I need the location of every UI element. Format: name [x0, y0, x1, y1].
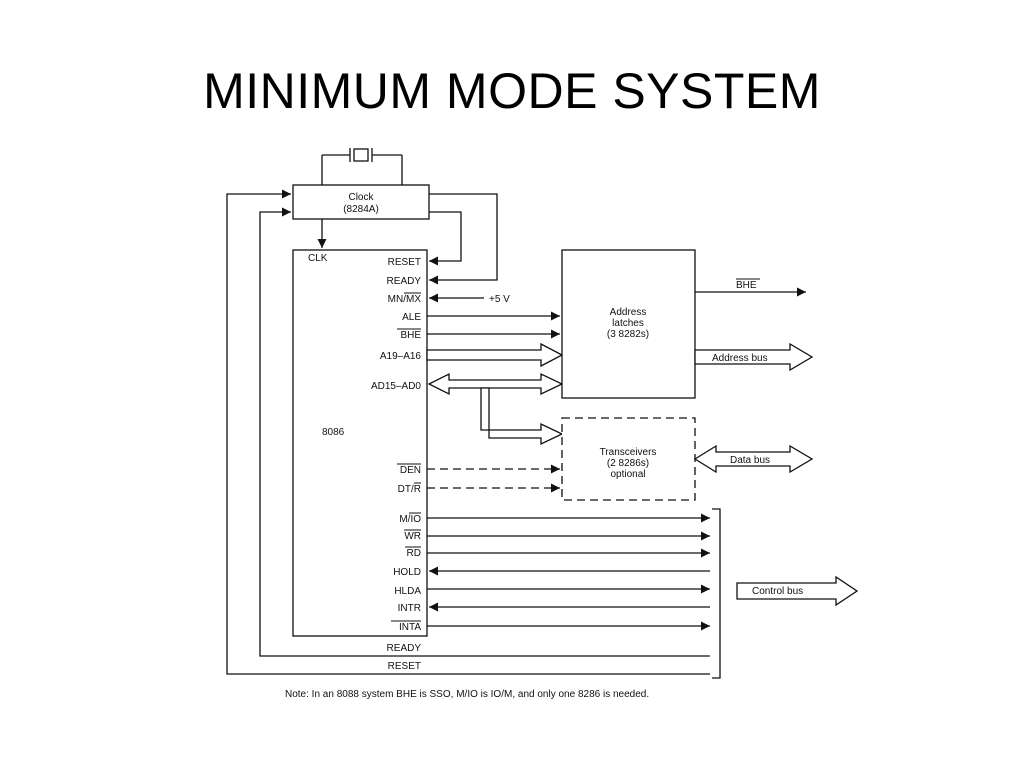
latches-line1: Address	[610, 307, 647, 318]
reset-feedback-line	[226, 189, 710, 675]
slide-title: MINIMUM MODE SYSTEM	[203, 63, 821, 119]
pin-den: DEN	[400, 465, 421, 476]
cpu-name: 8086	[322, 427, 345, 438]
pin-a19-a16: A19–A16	[380, 351, 422, 362]
ready-feedback-line	[259, 207, 710, 657]
bottom-ready-label: READY	[387, 643, 422, 654]
control-bus-arrow	[736, 575, 859, 607]
bottom-reset-label: RESET	[388, 661, 421, 672]
address-bus-label: Address bus	[712, 353, 768, 364]
clock-label: Clock	[348, 192, 374, 203]
control-bus-label: Control bus	[752, 586, 803, 597]
control-signal-lines	[427, 513, 710, 631]
pin-ready: READY	[387, 276, 422, 287]
ad15-ad0-bus-arrow	[427, 372, 564, 396]
cpu-8086: CLK 8086	[292, 249, 428, 637]
data-bus-label: Data bus	[730, 455, 770, 466]
latches-line2: latches	[612, 318, 644, 329]
pin-inta: INTA	[399, 622, 421, 633]
pin-ale: ALE	[402, 312, 421, 323]
transceivers-8286: Transceivers (2 8286s) optional	[561, 417, 696, 501]
data-bus-arrow	[693, 444, 814, 474]
pin-rd: RD	[407, 548, 421, 559]
transceivers-line1: Transceivers	[600, 447, 657, 458]
clock-part: (8284A)	[343, 204, 379, 215]
pin-intr: INTR	[398, 603, 421, 614]
clock-8284a: Clock (8284A)	[292, 184, 430, 220]
crystal-symbol	[321, 148, 403, 185]
clk-label: CLK	[308, 253, 328, 264]
pin-reset: RESET	[388, 257, 421, 268]
latches-line3: (3 8282s)	[607, 329, 649, 340]
pin-mn-mx: MN/MX	[388, 294, 422, 305]
plus5v-label: +5 V	[489, 294, 510, 305]
ready-signal-line	[429, 193, 498, 285]
cpu-pins: RESET READY MN/MX ALE BHE A19–A16 AD15–A…	[371, 257, 421, 633]
ad-bus-to-transceivers	[480, 387, 564, 446]
pin-hlda: HLDA	[394, 586, 421, 597]
transceivers-line2: (2 8286s)	[607, 458, 649, 469]
pin-wr: WR	[404, 531, 421, 542]
transceivers-line3: optional	[610, 469, 645, 480]
pin-bhe: BHE	[400, 330, 421, 341]
bhe-output-label: BHE	[736, 280, 757, 291]
address-bus-arrow	[694, 342, 814, 372]
address-latches-8282: Address latches (3 8282s)	[561, 249, 696, 399]
pin-m-io: M/IO	[399, 514, 421, 525]
reset-signal-line	[429, 211, 462, 266]
control-bus-bracket	[712, 508, 721, 679]
pin-hold: HOLD	[393, 567, 421, 578]
diagram-note: Note: In an 8088 system BHE is SSO, M/IO…	[285, 689, 649, 700]
pin-dt-r: DT/R	[398, 484, 421, 495]
a19-a16-bus-arrow	[426, 342, 564, 368]
pin-ad15-ad0: AD15–AD0	[371, 381, 421, 392]
